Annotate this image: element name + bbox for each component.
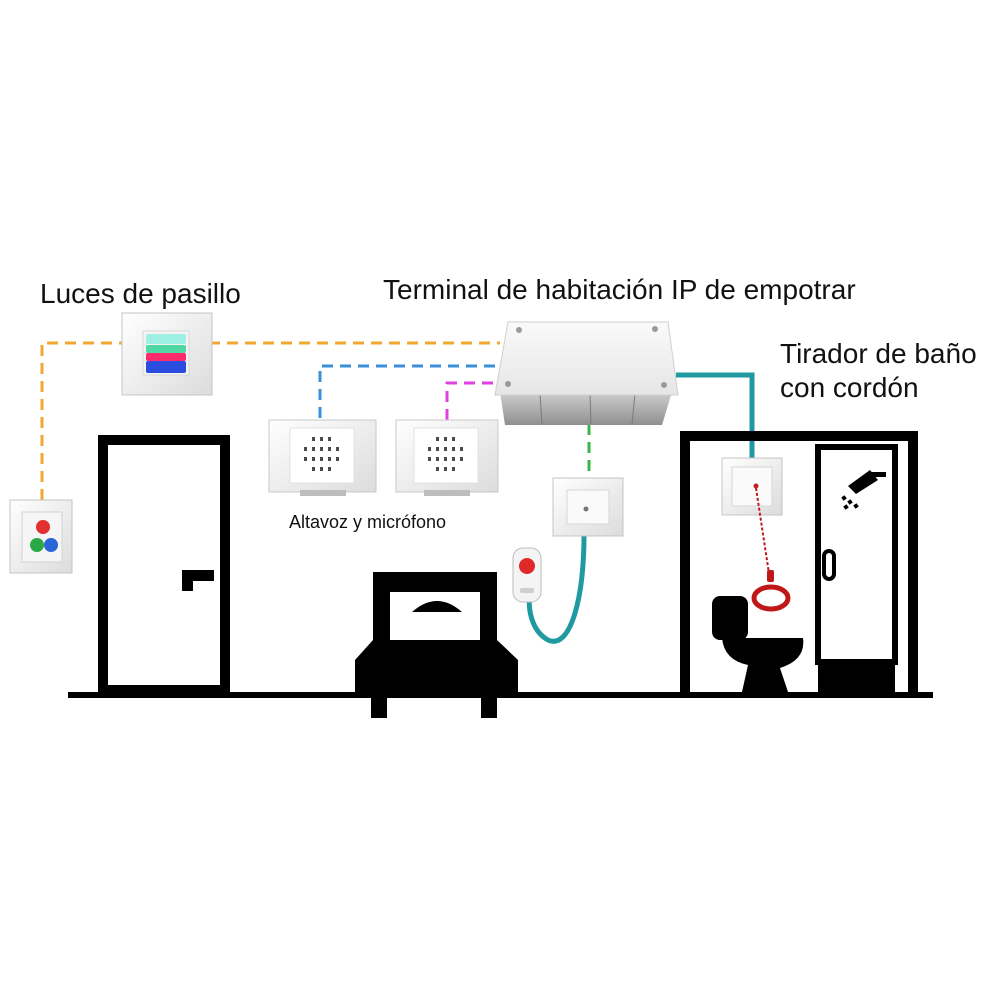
floor-line	[68, 692, 933, 698]
hallway-light-device	[121, 312, 213, 396]
door-icon	[98, 435, 230, 695]
bed-icon	[355, 572, 518, 718]
room-terminal-box	[494, 321, 679, 425]
wall-call-plate	[9, 499, 73, 574]
bath-pull-label-line2: con cordón	[780, 372, 919, 403]
shower-tray	[818, 662, 895, 692]
room-terminal-label: Terminal de habitación IP de empotrar	[383, 274, 856, 305]
mic-wire	[445, 381, 500, 420]
call-button-handset	[512, 547, 542, 603]
bedside-socket	[552, 477, 624, 537]
speaker-panel	[268, 419, 377, 496]
shower-door-icon	[815, 444, 898, 665]
speaker-mic-label: Altavoz y micrófono	[289, 512, 447, 532]
shower-icon	[841, 470, 886, 510]
bathroom-walls	[680, 431, 918, 692]
speaker-wire	[318, 364, 500, 418]
call-button-cable	[526, 524, 587, 644]
terminal-to-pull-cable	[676, 372, 755, 458]
pull-cord-icon	[721, 457, 791, 612]
microphone-panel	[395, 419, 499, 496]
toilet-icon	[712, 596, 804, 692]
bath-pull-label-line1: Tirador de baño	[780, 338, 977, 369]
hallway-lights-label: Luces de pasillo	[40, 278, 241, 309]
